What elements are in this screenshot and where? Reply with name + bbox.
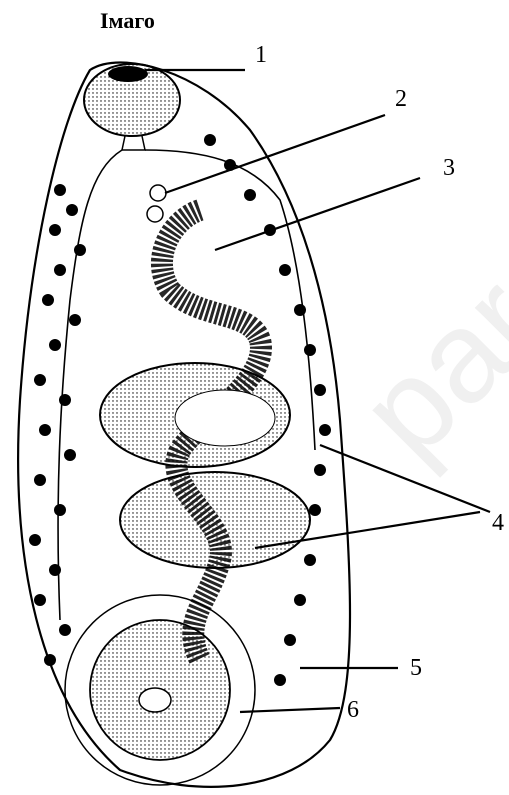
small-organ-2 [150, 185, 166, 201]
label-3: 3 [443, 155, 455, 182]
label-1: 1 [255, 42, 267, 69]
label-5: 5 [410, 655, 422, 682]
intestine [58, 150, 122, 620]
label-4: 4 [492, 510, 504, 537]
label-2: 2 [395, 86, 407, 113]
diagram-title: Імаго [100, 8, 155, 34]
label-6: 6 [347, 697, 359, 724]
testis-posterior [120, 472, 310, 568]
